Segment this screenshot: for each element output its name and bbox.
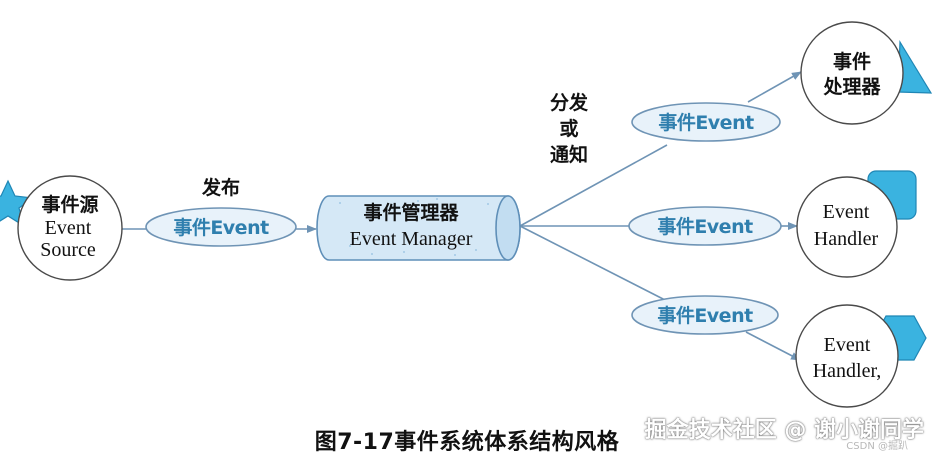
- top-pill-to-handler-arrow: [747, 71, 802, 103]
- manager-to-top-branch-line: [519, 144, 668, 227]
- event-source: 事件源 Event Source: [0, 175, 123, 281]
- dispatch-label-line2: 或: [559, 117, 578, 140]
- bottom-handler-circle: [795, 304, 899, 408]
- publish-label: 发布: [201, 176, 240, 199]
- middle-event-handler: Event Handler: [796, 176, 898, 278]
- bottom-event-handler: Event Handler,: [795, 304, 899, 408]
- bottom-pill-label: 事件Event: [657, 304, 753, 327]
- bottom-handler-label-line2: Handler,: [813, 360, 882, 382]
- middle-handler-label-line1: Event: [823, 201, 870, 223]
- connector-lines: [122, 71, 802, 361]
- top-pill-shape: [631, 102, 781, 142]
- bottom-pill-to-handler-arrow: [745, 331, 801, 361]
- event-manager-label-en: Event Manager: [350, 228, 473, 250]
- publish-pill-label: 事件Event: [173, 216, 269, 239]
- event-manager-texture: [339, 198, 489, 256]
- dispatch-label: 分发 或 通知: [550, 91, 589, 166]
- source-star-icon: [0, 179, 35, 228]
- middle-handler-circle: [796, 176, 898, 278]
- publish-pill-shape: [145, 207, 297, 247]
- event-manager-label-cn: 事件管理器: [363, 201, 459, 224]
- middle-pill-label: 事件Event: [657, 215, 753, 238]
- event-source-label-event: Event: [45, 217, 92, 239]
- figure-caption: 图7-17事件系统体系结构风格: [314, 430, 620, 455]
- event-source-circle: [17, 175, 123, 281]
- watermark: 掘金技术社区 @ 谢小谢同学: [644, 418, 924, 443]
- watermark-small: CSDN @掘趴: [846, 441, 908, 452]
- manager-to-bottom-branch-line: [519, 225, 668, 302]
- middle-handler-label-line2: Handler: [814, 228, 879, 250]
- bottom-handler-label-line1: Event: [824, 334, 871, 356]
- dispatch-label-line1: 分发: [550, 91, 589, 114]
- bottom-event-pill: 事件Event: [631, 295, 779, 335]
- middle-event-pill: 事件Event: [628, 206, 782, 246]
- event-manager: 事件管理器 Event Manager: [316, 195, 521, 261]
- event-manager-cylinder-end: [495, 195, 521, 261]
- top-handler-label-line2: 处理器: [822, 75, 881, 98]
- top-event-pill: 事件Event: [631, 102, 781, 142]
- dispatch-label-line3: 通知: [550, 143, 588, 166]
- event-source-label-cn: 事件源: [41, 193, 98, 216]
- top-pill-label: 事件Event: [658, 111, 754, 134]
- top-event-handler: 事件 处理器: [800, 21, 904, 125]
- top-handler-label-line1: 事件: [833, 50, 871, 73]
- event-source-label-source: Source: [40, 239, 96, 261]
- publish-event-pill: 事件Event: [145, 207, 297, 247]
- bottom-pill-shape: [631, 295, 779, 335]
- middle-pill-shape: [628, 206, 782, 246]
- top-handler-circle: [800, 21, 904, 125]
